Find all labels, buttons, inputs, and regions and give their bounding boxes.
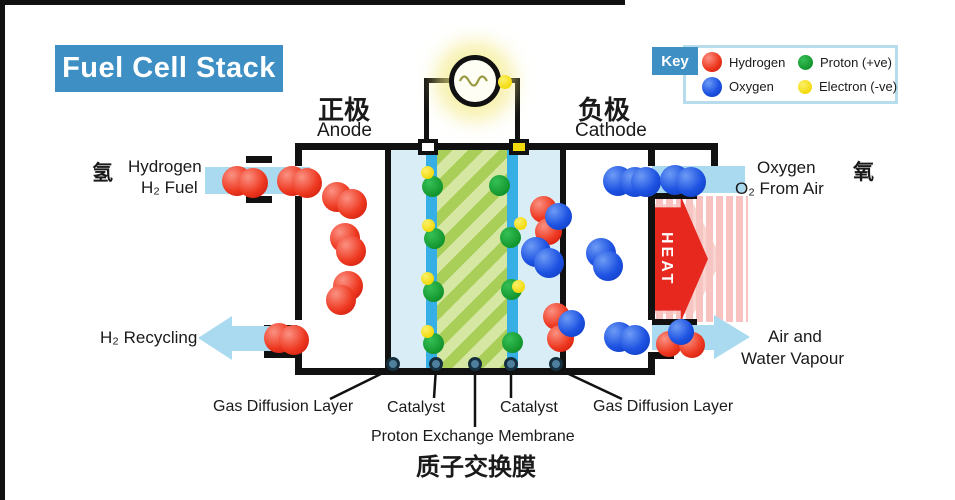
catalyst-layer-right: [507, 150, 518, 368]
hydrogen-particle: [238, 168, 268, 198]
terminal-left: [418, 139, 438, 155]
outlet-label-line1: Air and: [768, 327, 822, 346]
electron-particle: [420, 271, 434, 285]
proton-particle: [501, 331, 523, 353]
proton-dot-icon: [798, 54, 813, 70]
proton-particle: [499, 226, 521, 248]
key-tab: Key: [652, 47, 698, 75]
electron-particle: [421, 218, 435, 232]
legend-item-hydrogen: Hydrogen: [702, 52, 798, 73]
hydrogen-particle: [279, 325, 309, 355]
o2-inlet-label-line1: Oxygen: [757, 158, 816, 177]
cell-wall-right-lower: [648, 352, 655, 375]
h2-recycle-arrow-head: [198, 316, 232, 360]
h2-recycle-label: H₂ Recycling: [100, 328, 198, 347]
frame-left-edge: [0, 0, 5, 500]
outlet-stub-bottom: [648, 352, 674, 359]
page-title: Fuel Cell Stack: [62, 52, 276, 84]
label-anchor-dot: [468, 357, 482, 371]
hydrogen-particle: [292, 168, 322, 198]
h2-inlet-label-line2: H₂ Fuel: [141, 178, 198, 197]
light-bulb-icon: [449, 55, 501, 107]
oxygen-particle: [544, 202, 572, 230]
oxygen-particle: [668, 319, 694, 345]
cell-wall-top-right-extension: [648, 143, 718, 150]
anode-label-en: Anode: [317, 120, 372, 141]
gas-diffusion-layer-left: [391, 150, 426, 368]
legend-proton-label: Proton (+ve): [820, 54, 892, 70]
oxygen-particle: [620, 325, 650, 355]
gdl-right-label: Gas Diffusion Layer: [593, 398, 734, 415]
proton-particle: [421, 175, 443, 197]
electron-particle: [513, 216, 527, 230]
h2-outlet-stub-bottom: [264, 351, 297, 358]
label-anchor-dot: [386, 357, 400, 371]
oxygen-particle: [534, 248, 564, 278]
electron-particle: [511, 279, 525, 293]
circuit-wire-top-left: [424, 78, 456, 83]
oxygen-particle: [593, 251, 623, 281]
cathode-label-zh: 负极: [578, 95, 631, 125]
cell-wall-left-upper: [295, 143, 302, 166]
o2-inlet-label-zh: 氧: [853, 161, 874, 184]
key-legend: Hydrogen Proton (+ve) Oxygen Electron (-…: [683, 45, 898, 104]
proton-particle: [422, 280, 444, 302]
pem-label: Proton Exchange Membrane: [371, 428, 575, 445]
cell-wall-right-upper: [648, 143, 655, 166]
cathode-label-en: Cathode: [575, 120, 647, 141]
hydrogen-particle: [336, 236, 366, 266]
label-anchor-dot: [504, 357, 518, 371]
oxygen-particle: [676, 167, 706, 197]
anode-label-zh: 正极: [318, 95, 371, 125]
bulb-filament: [458, 75, 488, 87]
legend-oxygen-label: Oxygen: [729, 79, 774, 95]
h2-inlet-label-zh: 氢: [92, 162, 113, 185]
terminal-right: [509, 139, 529, 155]
legend-item-oxygen: Oxygen: [702, 76, 798, 97]
frame-top-edge: [0, 0, 625, 5]
h2-inlet-stub-top: [246, 156, 272, 163]
electron-particle: [420, 165, 434, 179]
title-banner: Fuel Cell Stack: [55, 45, 283, 92]
legend-hydrogen-label: Hydrogen: [729, 54, 786, 70]
hydrogen-dot-icon: [702, 52, 722, 73]
catalyst-right-label: Catalyst: [500, 399, 558, 416]
electron-dot-icon: [798, 79, 812, 94]
h2-inlet-stub-bottom: [246, 196, 272, 203]
electron-particle: [498, 75, 512, 89]
label-anchor-dot: [549, 357, 563, 371]
outlet-arrow-head: [714, 315, 750, 359]
outlet-label-line2: Water Vapour: [741, 349, 844, 368]
cell-wall-left-middle: [295, 196, 302, 320]
hydrogen-particle: [326, 285, 356, 315]
h2-inlet-label-line1: Hydrogen: [128, 157, 202, 176]
electron-particle: [420, 324, 434, 338]
oxygen-dot-icon: [702, 76, 722, 97]
hydrogen-particle: [337, 189, 367, 219]
heat-label: HEAT: [658, 231, 675, 287]
proton-particle: [488, 174, 510, 196]
catalyst-layer-left: [426, 150, 437, 368]
legend-electron-label: Electron (-ve): [819, 79, 898, 95]
label-anchor-dot: [429, 357, 443, 371]
pem-label-zh: 质子交换膜: [416, 454, 536, 481]
heat-box-top-line: [652, 193, 697, 199]
cell-wall-left-lower: [295, 352, 302, 375]
oxygen-particle: [631, 167, 661, 197]
cell-wall-right-middle: [648, 196, 655, 320]
o2-inlet-pipe-stub: [711, 143, 718, 167]
key-label: Key: [661, 52, 689, 70]
legend-item-electron: Electron (-ve): [798, 79, 897, 94]
o2-inlet-label-line2: O₂ From Air: [735, 179, 824, 198]
cell-wall-top: [295, 143, 655, 150]
circuit-wire-right: [515, 78, 520, 143]
oxygen-particle: [557, 309, 585, 337]
proton-particle: [423, 227, 445, 249]
anode-chamber-divider: [385, 150, 391, 368]
catalyst-left-label: Catalyst: [387, 399, 445, 416]
legend-item-proton: Proton (+ve): [798, 54, 897, 70]
proton-particle: [422, 332, 444, 354]
gdl-left-label: Gas Diffusion Layer: [213, 398, 354, 415]
circuit-wire-left: [424, 78, 429, 143]
